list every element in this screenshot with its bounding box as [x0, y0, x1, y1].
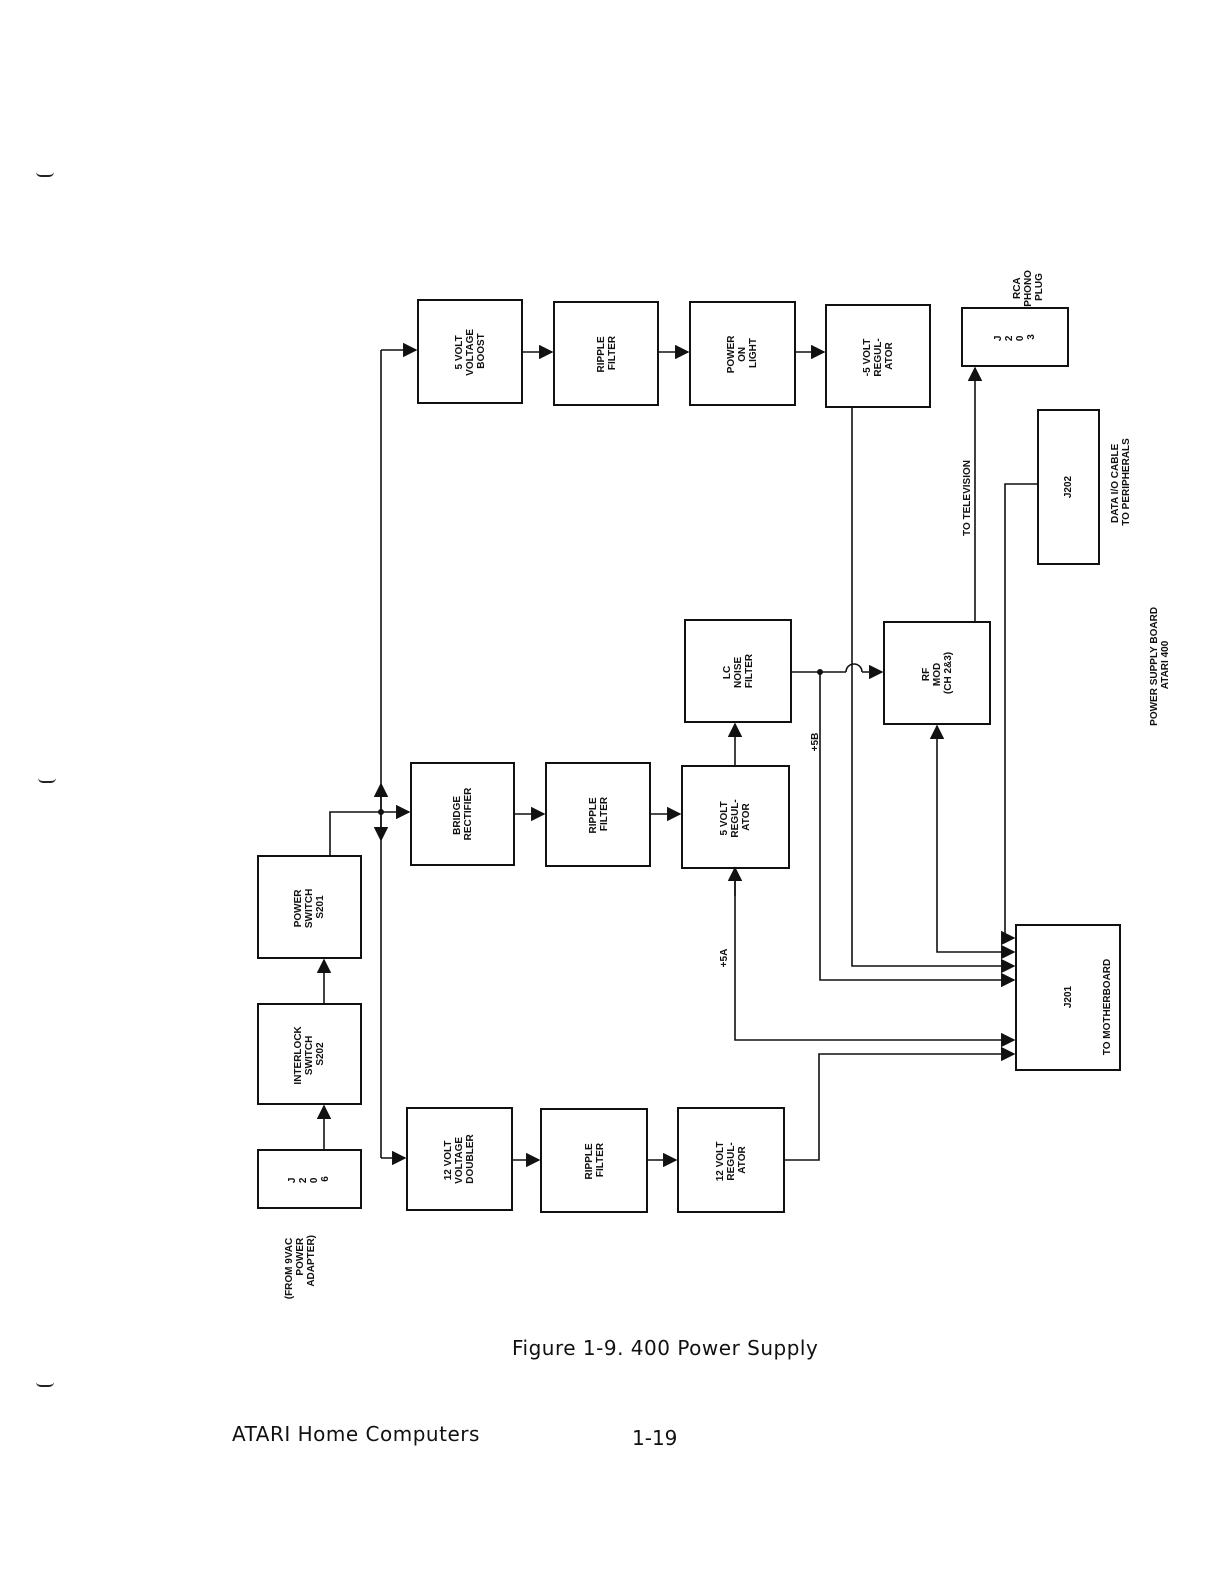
block-rca-plug-j203: J 2 0 3 [961, 307, 1069, 367]
block-j202-label: J202 [1063, 475, 1074, 498]
connection-lines [316, 342, 1038, 1168]
block-interlock-switch-label: INTERLOCK SWITCH S202 [293, 1023, 326, 1084]
block-ripple-filter-mid: RIPPLE FILTER [545, 762, 651, 867]
footer-title: ATARI Home Computers [232, 1422, 480, 1446]
block-ripple-filter-top-label: RIPPLE FILTER [596, 334, 618, 373]
block-ripple-filter-bottom: RIPPLE FILTER [540, 1108, 648, 1213]
block-j206-label: J 2 0 6 [287, 1175, 331, 1183]
label-to-television: TO TELEVISION [962, 460, 973, 536]
margin-mark [36, 1382, 54, 1387]
block-power-on-light: POWER ON LIGHT [689, 301, 796, 406]
block-power-switch: POWER SWITCH S201 [257, 855, 362, 959]
label-plus-5a: +5A [719, 949, 730, 968]
block-5v-voltage-boost: 5 VOLT VOLTAGE BOOST [417, 299, 523, 404]
label-to-motherboard: TO MOTHERBOARD [1102, 959, 1113, 1055]
block-bridge-rectifier: BRIDGE RECTIFIER [410, 762, 515, 866]
block-12v-voltage-doubler: 12 VOLT VOLTAGE DOUBLER [406, 1107, 513, 1211]
block-j201: J201 [1015, 924, 1121, 1071]
block-12v-voltage-doubler-label: 12 VOLT VOLTAGE DOUBLER [443, 1134, 476, 1184]
margin-mark [36, 172, 54, 177]
block-12v-regulator-label: 12 VOLT REGUL- ATOR [715, 1139, 748, 1182]
figure-caption: Figure 1-9. 400 Power Supply [512, 1336, 819, 1360]
block-rf-modulator: RF MOD (CH 2&3) [883, 621, 991, 725]
page-number: 1-19 [632, 1426, 678, 1450]
block-ripple-filter-top: RIPPLE FILTER [553, 301, 659, 406]
block-12v-regulator: 12 VOLT REGUL- ATOR [677, 1107, 785, 1213]
block-5v-regulator: 5 VOLT REGUL- ATOR [681, 765, 790, 869]
block-interlock-switch: INTERLOCK SWITCH S202 [257, 1003, 362, 1105]
block-neg5v-regulator: -5 VOLT REGUL- ATOR [825, 304, 931, 408]
label-rca-phono-plug: RCA PHONO PLUG [1012, 267, 1045, 306]
label-board-title: POWER SUPPLY BOARD ATARI 400 [1149, 604, 1171, 726]
block-5v-voltage-boost-label: 5 VOLT VOLTAGE BOOST [454, 326, 487, 376]
block-rca-plug-j203-label: J 2 0 3 [993, 333, 1037, 341]
label-plus-5b: +5B [810, 733, 821, 752]
block-power-on-light-label: POWER ON LIGHT [726, 333, 759, 374]
block-j202: J202 [1037, 409, 1100, 565]
block-ripple-filter-bottom-label: RIPPLE FILTER [584, 1141, 606, 1180]
block-j206: J 2 0 6 [257, 1149, 362, 1209]
margin-mark [38, 778, 56, 783]
block-5v-regulator-label: 5 VOLT REGUL- ATOR [719, 796, 752, 837]
block-power-switch-label: POWER SWITCH S201 [293, 886, 326, 928]
block-ripple-filter-mid-label: RIPPLE FILTER [588, 795, 610, 834]
block-neg5v-regulator-label: -5 VOLT REGUL- ATOR [862, 335, 895, 376]
block-lc-noise-filter: LC NOISE FILTER [684, 619, 792, 723]
block-bridge-rectifier-label: BRIDGE RECTIFIER [452, 787, 474, 841]
block-j201-label: J201 [1063, 985, 1074, 1008]
source-label: (FROM 9VAC POWER ADAPTER) [284, 1235, 317, 1299]
label-data-io-cable: DATA I/O CABLE TO PERIPHERALS [1110, 438, 1132, 526]
block-lc-noise-filter-label: LC NOISE FILTER [722, 653, 755, 688]
block-rf-modulator-label: RF MOD (CH 2&3) [921, 652, 954, 694]
